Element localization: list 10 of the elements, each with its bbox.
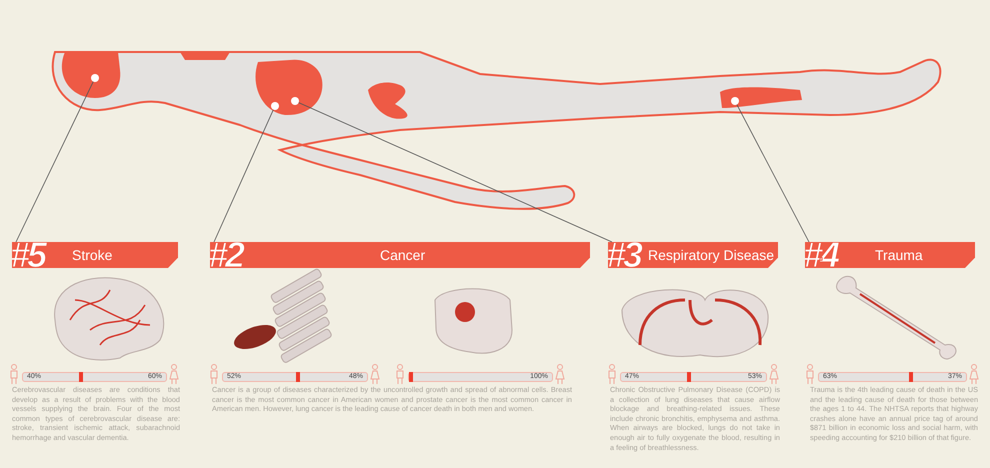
heading-banner <box>805 242 975 268</box>
heading-text: Respiratory Disease <box>648 247 774 263</box>
leader-line <box>214 109 274 242</box>
heading-text: Trauma <box>875 247 923 263</box>
heading-banner <box>210 242 590 268</box>
heading-banner <box>608 242 778 268</box>
heading-text: Cancer <box>380 247 426 263</box>
leader-line <box>16 81 94 242</box>
heading-text: Stroke <box>72 247 112 263</box>
heading-banner <box>12 242 178 268</box>
